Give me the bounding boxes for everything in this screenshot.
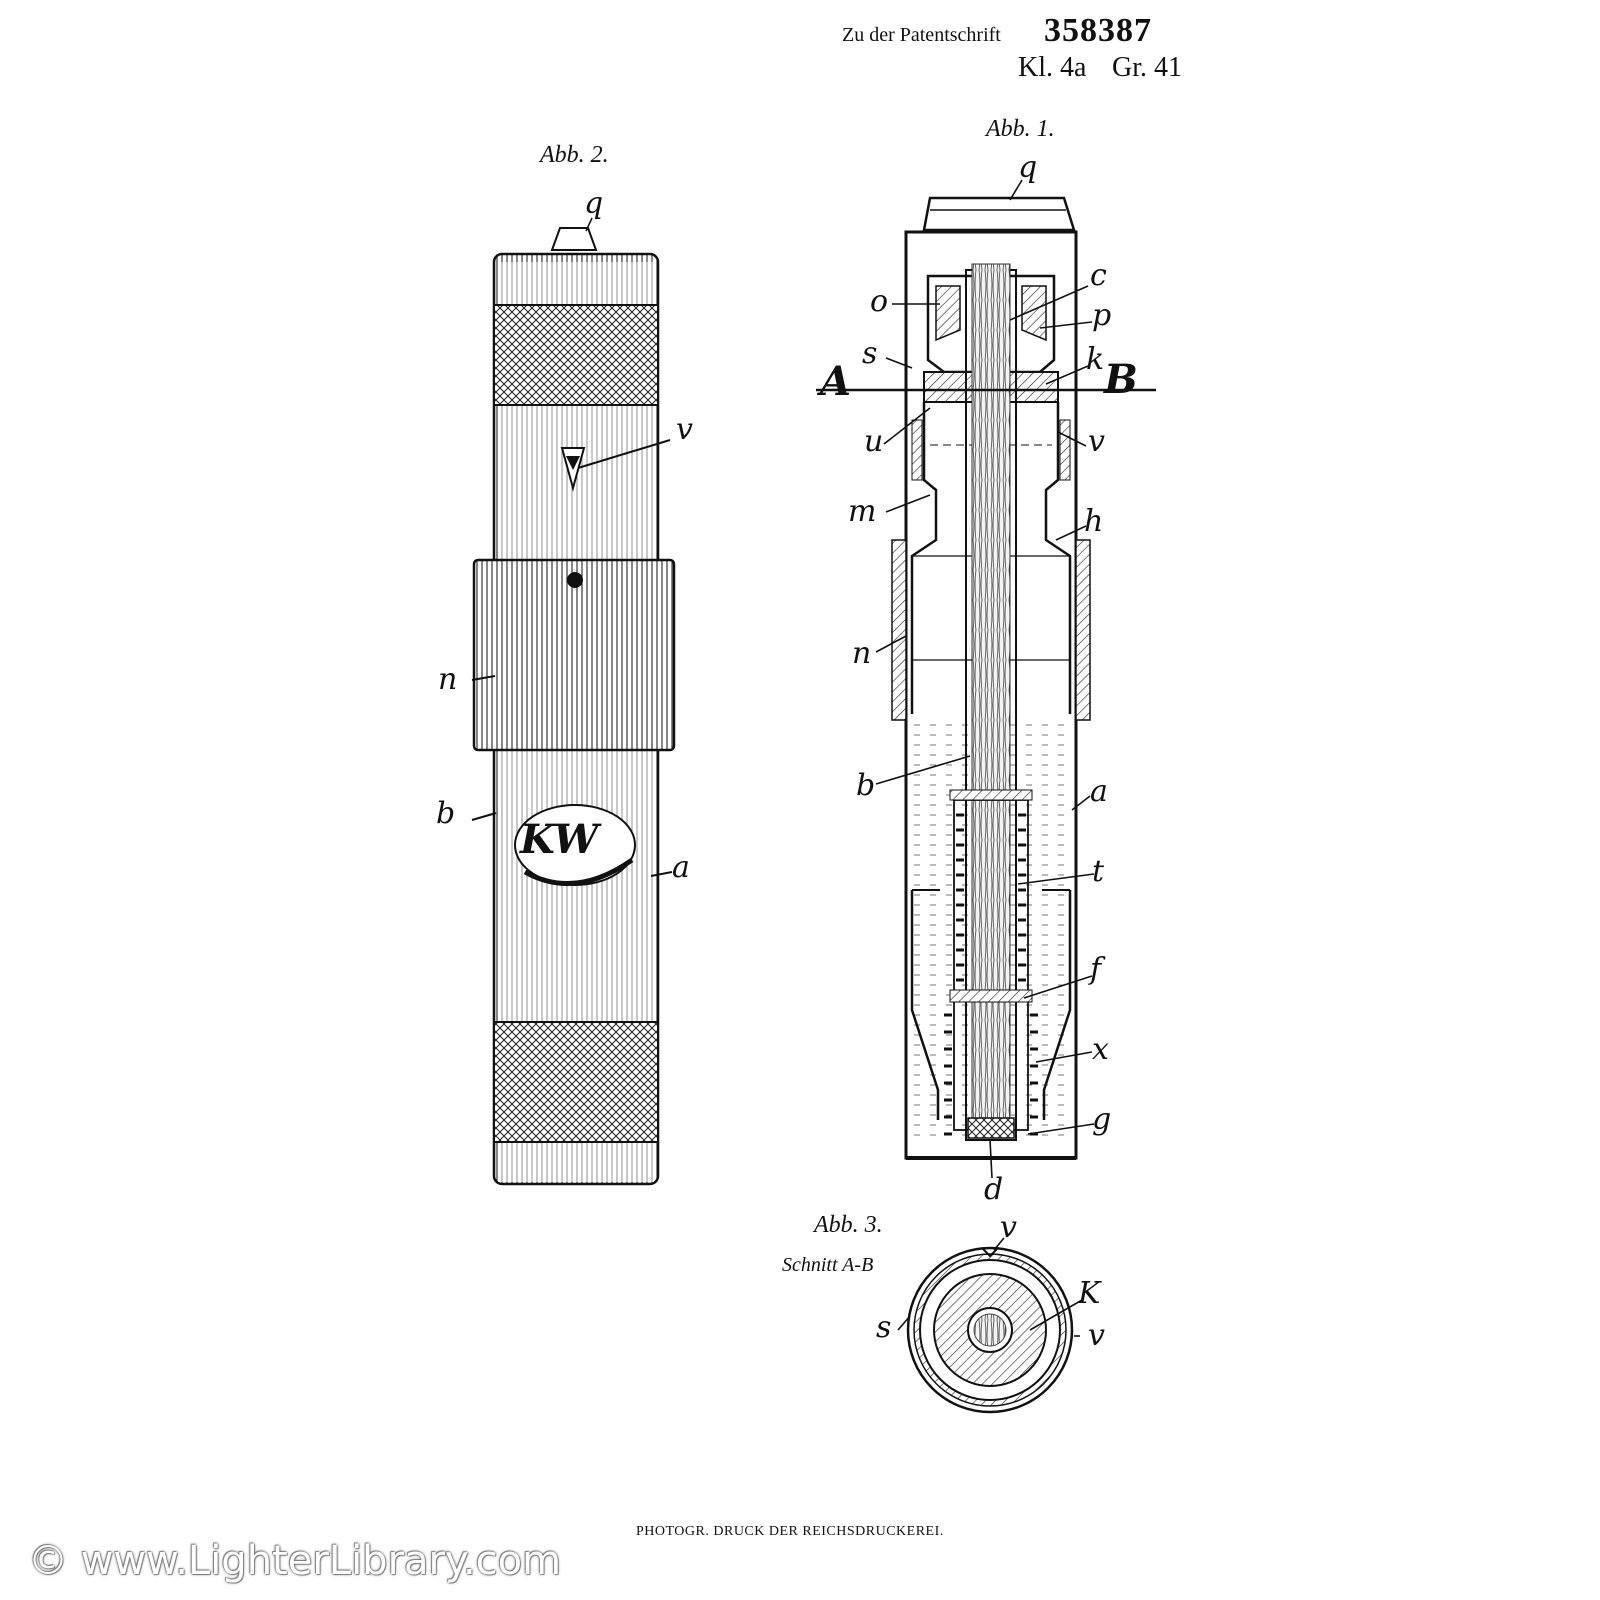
fig2-label-b: b	[436, 796, 456, 831]
fig1-label-a-section: A	[820, 358, 852, 405]
fig1-label-o: o	[870, 284, 889, 319]
fig1-label-h: h	[1084, 504, 1104, 539]
fig1-label-p: p	[1092, 298, 1112, 333]
patent-number: 358387	[1044, 12, 1152, 49]
figure-2-external-view	[471, 217, 676, 1186]
fig3-label-s: s	[876, 1310, 892, 1345]
fig2-vent-hole	[567, 572, 583, 588]
fig3-subtitle: Schnitt A-B	[782, 1254, 874, 1276]
fig1-label-b: b	[856, 768, 876, 803]
fig1-sleeve-n-right	[1075, 539, 1091, 721]
fig1-label-d: d	[984, 1172, 1004, 1207]
fig2-monogram: KW	[520, 816, 599, 863]
printer-footer: PHOTOGR. DRUCK DER REICHSDRUCKEREI.	[636, 1524, 944, 1539]
fig1-label-g: g	[1092, 1102, 1112, 1137]
fig1-label-v: v	[1088, 424, 1105, 459]
fig1-label-x: x	[1092, 1032, 1109, 1067]
fig1-title: Abb. 1.	[986, 116, 1055, 142]
fig2-label-n: n	[438, 662, 458, 697]
fig3-title: Abb. 3.	[814, 1212, 883, 1238]
fig1-cap-q	[922, 196, 1076, 232]
fig1-label-k: k	[1086, 342, 1105, 377]
fig2-label-v: v	[676, 412, 693, 447]
fig2-title: Abb. 2.	[540, 142, 609, 168]
fig1-label-n: n	[852, 636, 872, 671]
fig1-label-s: s	[862, 336, 878, 371]
figure-1-section-view	[816, 179, 1156, 1179]
fig1-wick	[971, 263, 1011, 1135]
fig1-spring-coils	[944, 813, 1038, 1136]
fig2-upper-knurl	[493, 304, 659, 406]
fig1-label-a: a	[1090, 774, 1108, 809]
fig2-sleeve-n	[472, 558, 676, 752]
fig2-label-q: q	[584, 186, 604, 221]
fig1-label-t: t	[1092, 854, 1105, 889]
fig3-label-k: K	[1078, 1276, 1101, 1311]
fig1-label-m: m	[848, 494, 877, 529]
fig1-flint-d	[967, 1117, 1015, 1139]
header-prefix: Zu der Patentschrift	[842, 24, 1001, 46]
fig3-label-v-right: v	[1088, 1318, 1105, 1353]
group-label: Gr. 41	[1112, 52, 1182, 83]
fig2-label-a: a	[672, 850, 690, 885]
fig1-label-b-section: B	[1104, 356, 1138, 403]
fig1-label-q: q	[1018, 150, 1038, 185]
fig2-lower-knurl	[493, 1021, 659, 1143]
fig1-label-c: c	[1090, 258, 1107, 293]
fig2-cap-q	[550, 227, 598, 251]
class-label: Kl. 4a	[1018, 52, 1087, 83]
figure-3-cross-section	[897, 1237, 1083, 1414]
fig1-sleeve-n-left	[891, 539, 907, 721]
fig1-label-u: u	[864, 424, 884, 459]
fig1-label-f: f	[1090, 952, 1102, 987]
watermark-text: © www.LighterLibrary.com	[28, 1538, 562, 1584]
fig3-label-v-top: v	[1000, 1210, 1017, 1245]
